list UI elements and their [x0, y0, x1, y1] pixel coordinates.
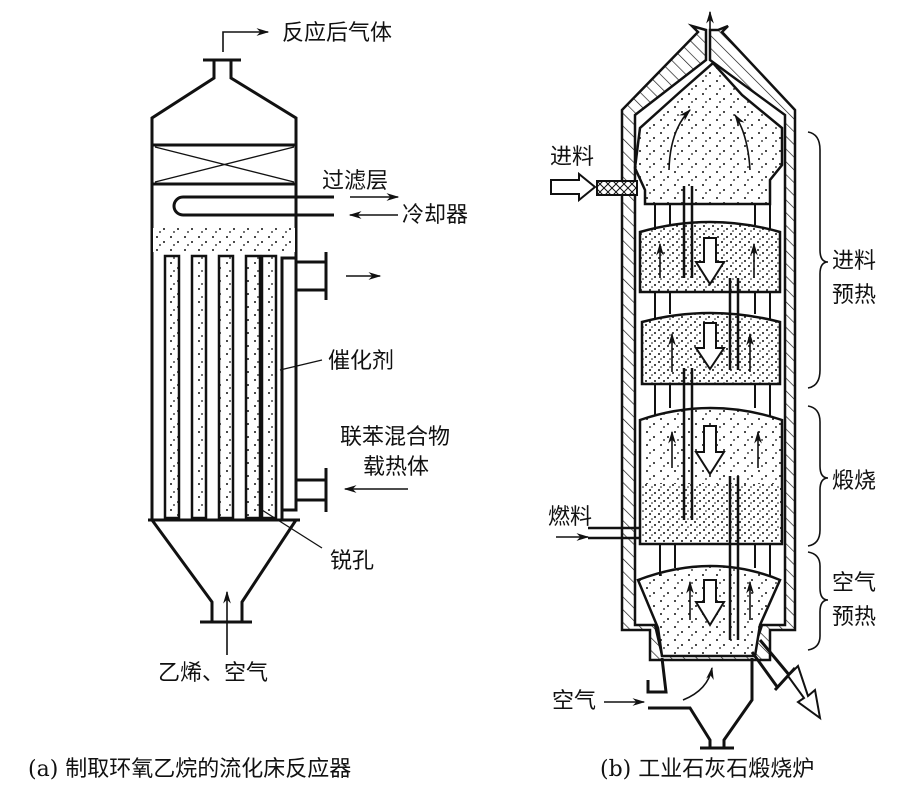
- zone-braces: [807, 131, 829, 651]
- brace-calcine: [807, 405, 829, 547]
- flow-arrows-a: [222, 28, 408, 655]
- label-air: 空气: [552, 689, 596, 714]
- caption-b: (b) 工业石灰石煅烧炉: [600, 757, 814, 782]
- caption-a: (a) 制取环氧乙烷的流化床反应器: [28, 757, 351, 782]
- feed-arrow: [550, 171, 597, 203]
- upper-flow-arrow-right: [734, 113, 751, 171]
- label-inlet: 乙烯、空气: [158, 661, 268, 686]
- outlet-arrow: [222, 28, 270, 52]
- label-heat-carrier-1: 联苯混合物: [340, 425, 450, 450]
- solids-down-arrow: [694, 579, 726, 627]
- air-flow-arrow: [682, 666, 714, 701]
- label-air-preheat-1: 空气: [832, 571, 876, 596]
- label-heat-carrier-2: 载热体: [363, 455, 429, 480]
- label-feed-preheat-2: 预热: [832, 283, 876, 308]
- catalyst-leader: [279, 359, 323, 371]
- label-air-preheat-2: 预热: [832, 605, 876, 630]
- label-catalyst: 催化剂: [328, 349, 394, 374]
- brace-air-preheat: [807, 551, 829, 651]
- label-fuel: 燃料: [548, 505, 592, 530]
- sharp-hole-leader: [261, 509, 323, 549]
- solids-down-arrow: [694, 425, 726, 476]
- label-outlet-gas: 反应后气体: [282, 21, 392, 46]
- solids-flow-arrows: [550, 171, 822, 721]
- label-sharp-hole: 锐孔: [330, 549, 374, 574]
- solids-down-arrow: [694, 322, 726, 371]
- label-filter-layer: 过滤层: [322, 169, 388, 194]
- solids-down-arrow: [694, 237, 726, 286]
- brace-feed-preheat: [807, 131, 829, 389]
- fluidized-bed-reactor: [148, 58, 334, 624]
- upper-flow-arrow-left: [668, 109, 691, 171]
- label-feed-preheat-1: 进料: [832, 249, 876, 274]
- product-out-arrow: [786, 664, 822, 721]
- label-calcine: 煅烧: [832, 469, 876, 494]
- label-feed: 进料: [550, 145, 594, 170]
- lime-kiln: [588, 23, 797, 750]
- flow-arrows-b: [556, 10, 762, 706]
- label-cooler: 冷却器: [402, 203, 468, 228]
